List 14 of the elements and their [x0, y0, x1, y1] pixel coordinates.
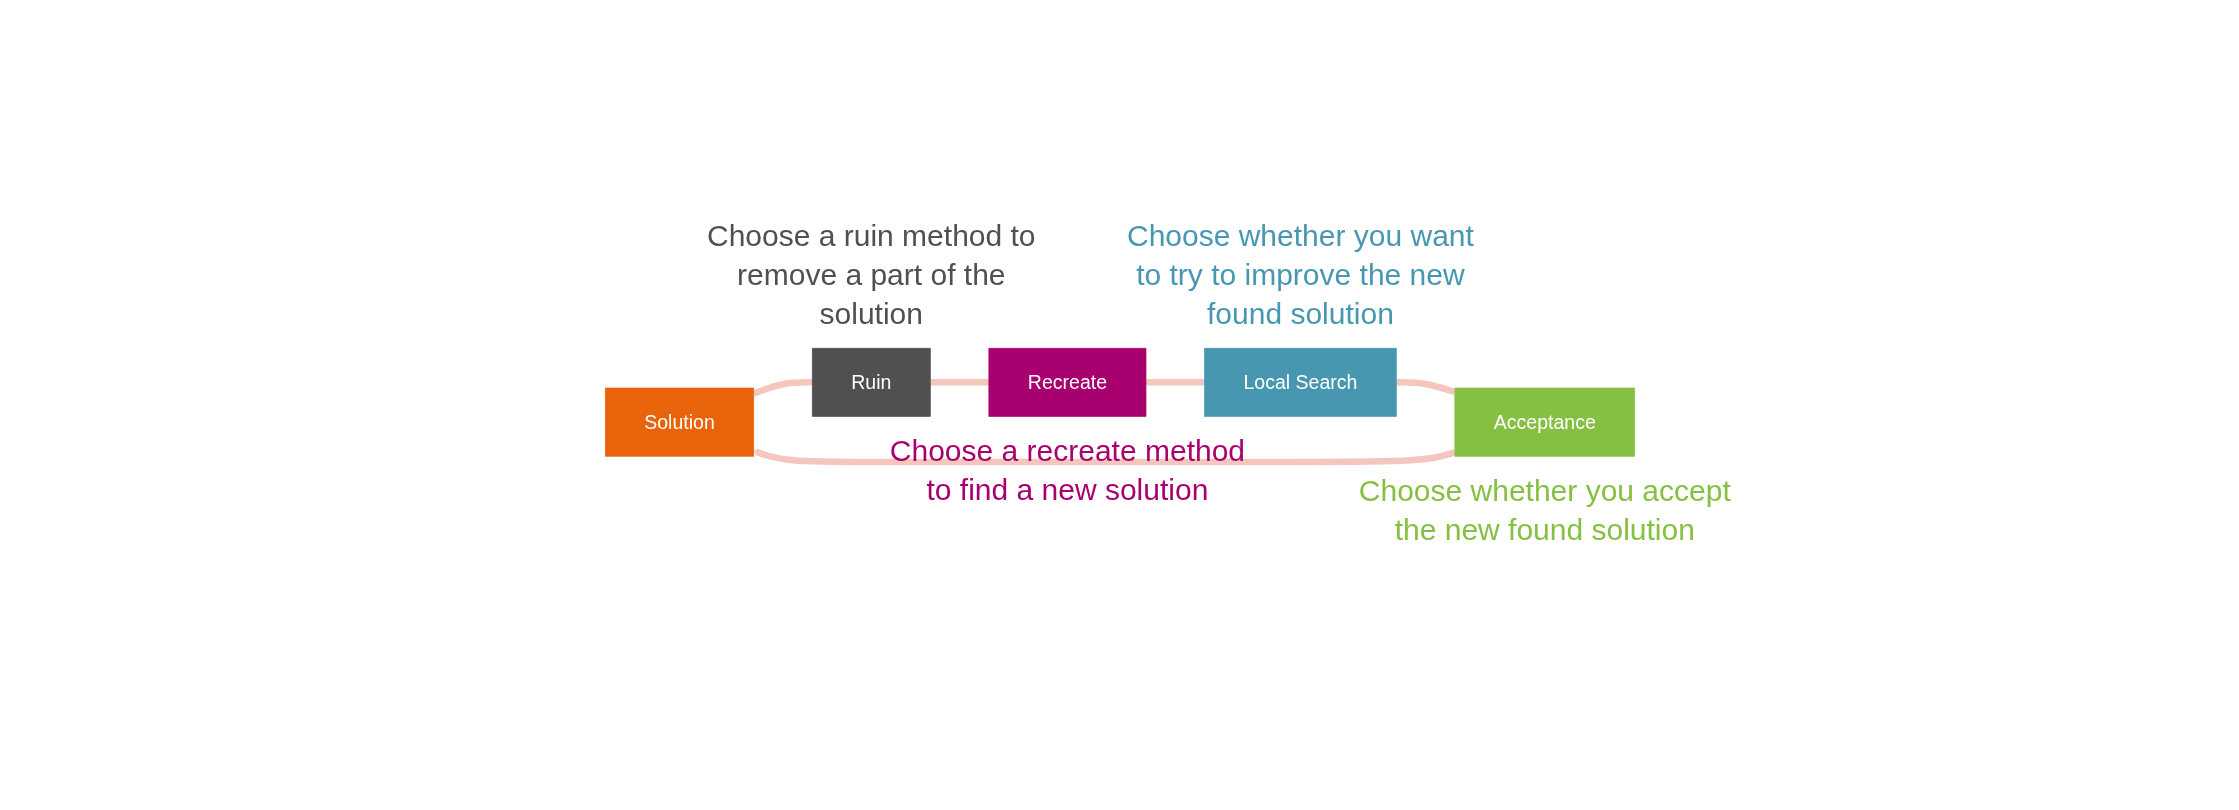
step-description: Choose a recreate method to find a new solution: [888, 433, 1247, 509]
node-box: Ruin: [811, 347, 931, 417]
connector: [752, 379, 813, 397]
arrow: [753, 448, 1456, 466]
node-box: Solution: [604, 387, 755, 457]
node-box: Recreate: [988, 347, 1147, 417]
node-box: Local Search: [1204, 347, 1397, 417]
connector: [1396, 379, 1456, 396]
node-box: Acceptance: [1454, 387, 1636, 457]
step-description: Choose whether you accept the new found solution: [1357, 473, 1732, 549]
connector: [930, 379, 989, 386]
connector: [1146, 379, 1205, 386]
step-description: Choose whether you want to try to improve the new found solution: [1125, 218, 1475, 333]
step-description: Choose a ruin method to remove a part of the solution: [706, 218, 1037, 333]
